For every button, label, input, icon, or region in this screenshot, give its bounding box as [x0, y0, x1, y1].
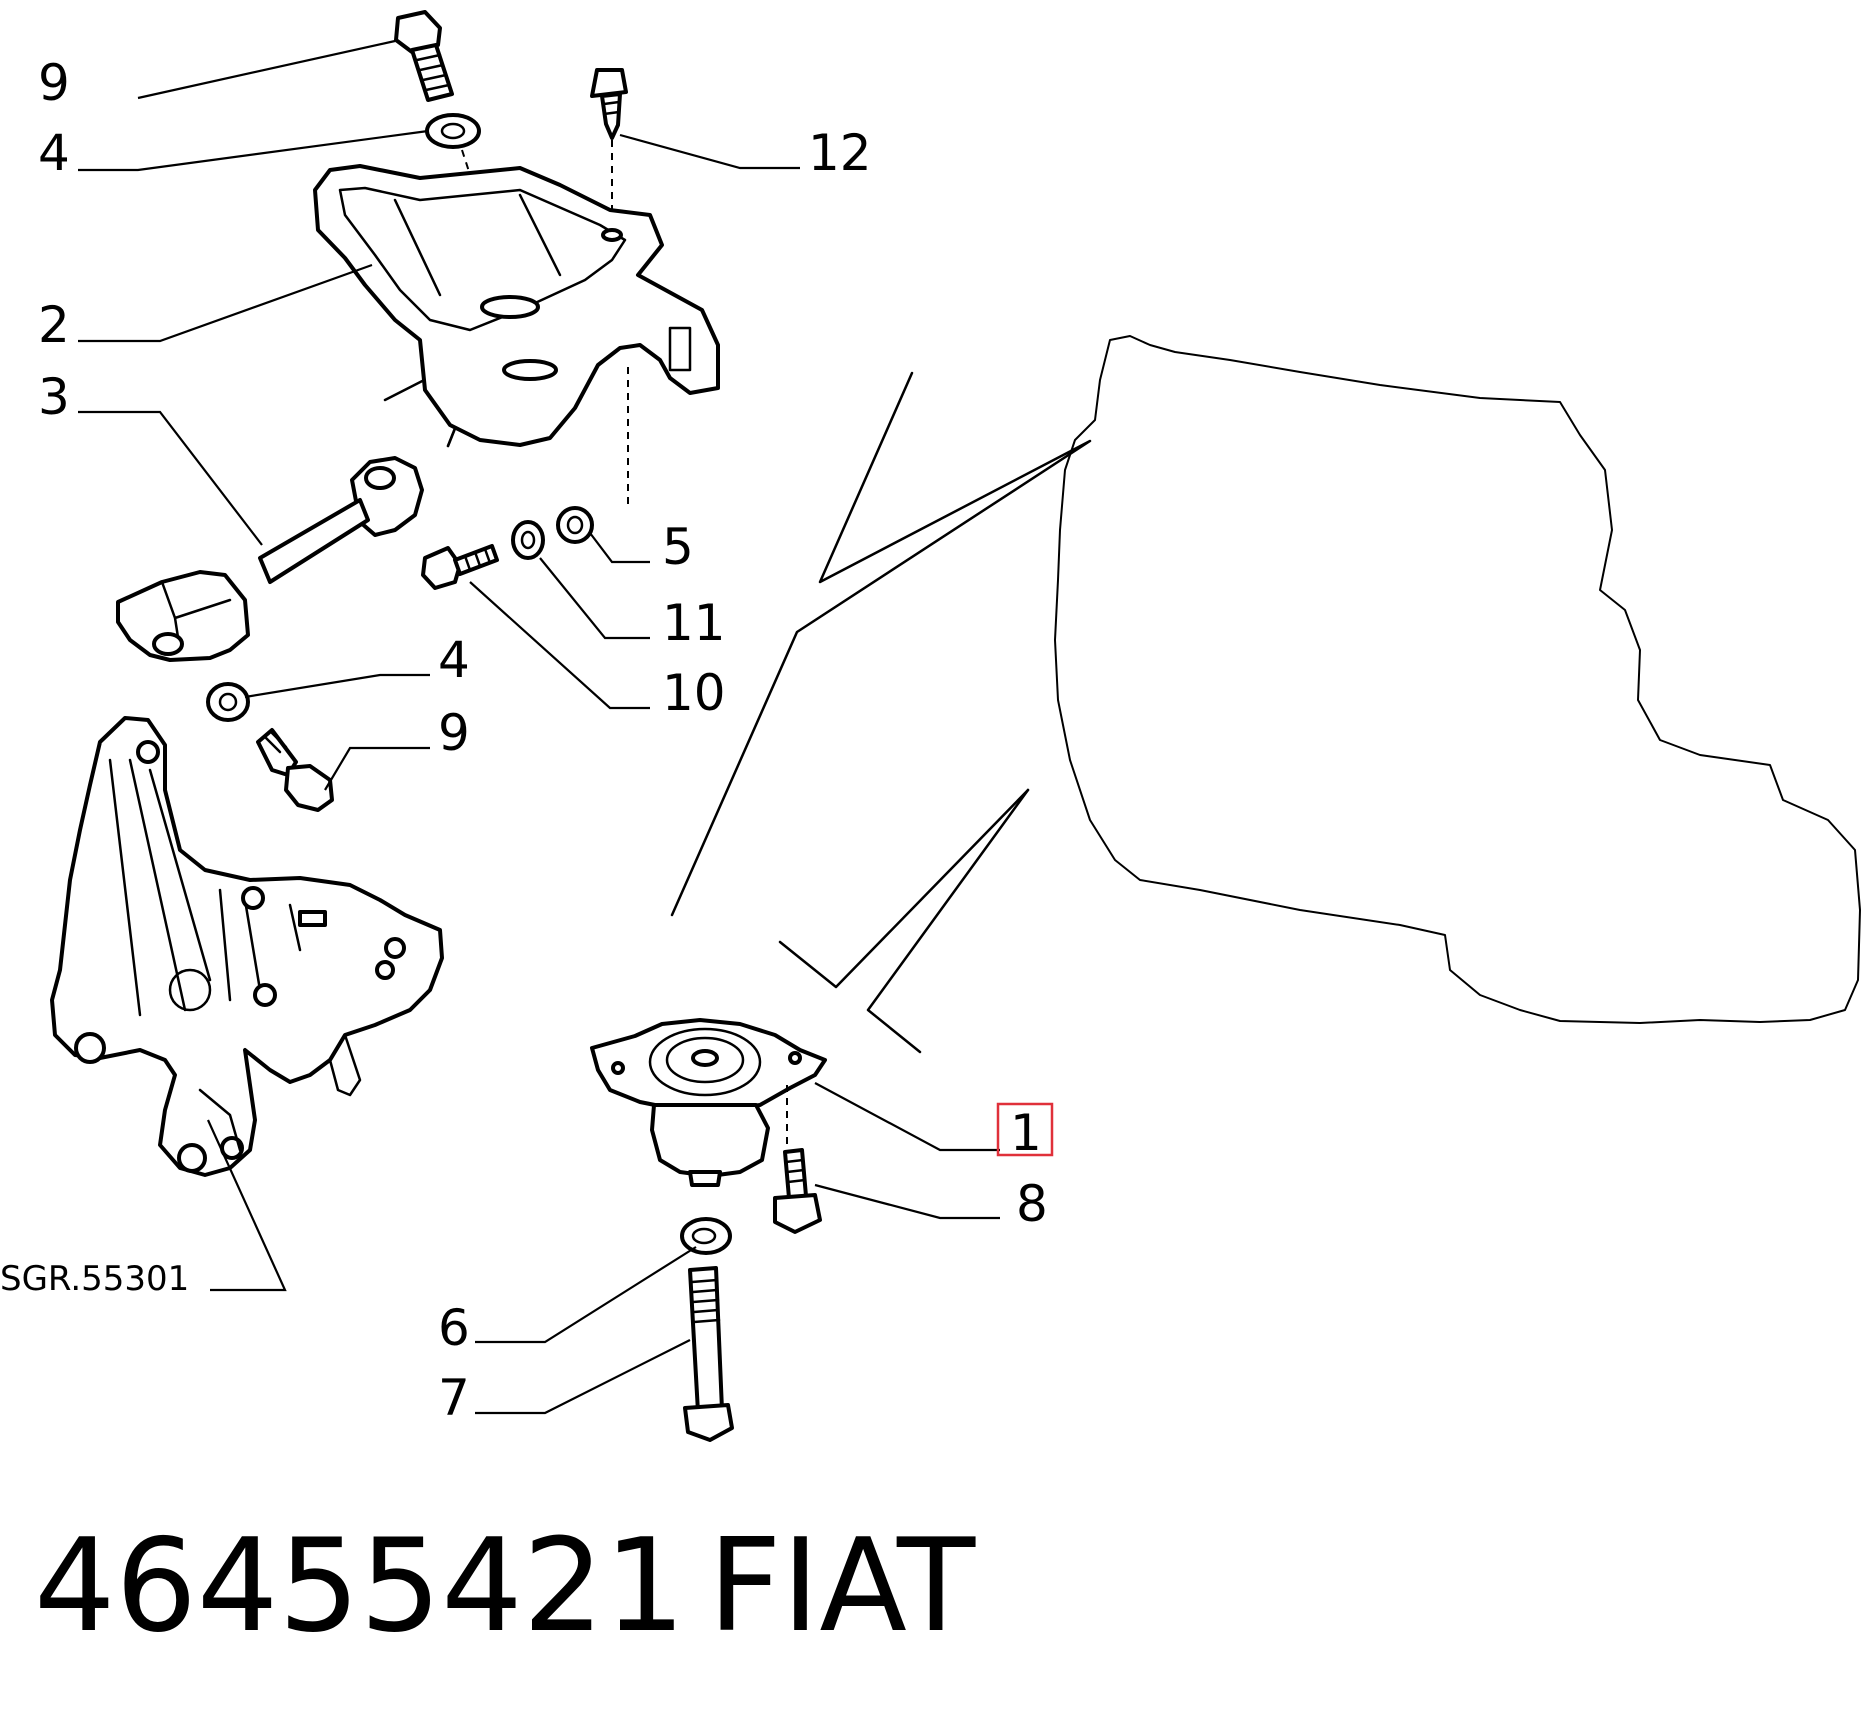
callout-3: 3 [38, 368, 70, 426]
stud-part-12 [590, 68, 628, 225]
callout-7: 7 [438, 1369, 470, 1427]
torque-rod-part-3 [116, 456, 424, 662]
callout-12: 12 [808, 124, 872, 182]
callout-5: 5 [662, 518, 694, 576]
callout-6: 6 [438, 1299, 470, 1357]
part-number: 46455421 [34, 1512, 686, 1661]
bolt-part-7 [683, 1266, 734, 1442]
callout-1-highlight-box [996, 1102, 1054, 1157]
washer-part-6 [680, 1217, 732, 1255]
break-lines [383, 346, 1092, 1054]
washer-part-5 [556, 506, 594, 544]
callout-9-mid: 9 [438, 704, 470, 762]
gearbox-outline [1054, 335, 1861, 1024]
callout-4-mid: 4 [438, 631, 470, 689]
callout-10: 10 [662, 664, 726, 722]
bolt-part-9-top [394, 10, 454, 102]
bolt-part-10 [421, 544, 499, 590]
washer-part-11 [511, 520, 545, 560]
bracket-sgr-55301 [50, 716, 444, 1177]
bolt-part-9-mid [256, 728, 334, 812]
washer-part-4-mid [206, 682, 250, 722]
callout-11: 11 [662, 594, 726, 652]
leader-lines [78, 39, 1000, 1415]
reference-code: SGR.55301 [0, 1259, 189, 1299]
callout-2: 2 [38, 296, 70, 354]
callout-9-top: 9 [38, 54, 70, 112]
callout-1: 1 [1010, 1104, 1042, 1162]
callout-8: 8 [1016, 1175, 1048, 1233]
bolt-part-8 [773, 1148, 822, 1234]
callout-4-top: 4 [38, 124, 70, 182]
brand-name: FIAT [708, 1512, 976, 1661]
engine-mount-part-1 [590, 1018, 827, 1187]
bracket-part-2 [313, 164, 720, 510]
